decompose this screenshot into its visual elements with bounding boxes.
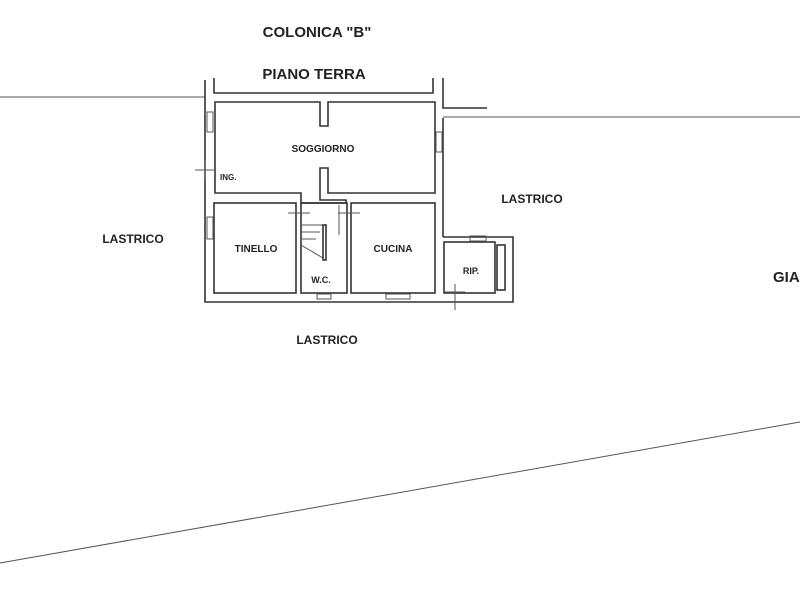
label-lastrico-left: LASTRICO <box>102 232 163 246</box>
partition <box>322 224 327 261</box>
label-lastrico-bottom: LASTRICO <box>296 333 357 347</box>
boundary-line-diagonal <box>0 421 800 564</box>
wall-stub <box>442 78 487 109</box>
stairs <box>300 224 324 259</box>
room-soggiorno <box>214 101 436 204</box>
outer-wall <box>204 80 514 303</box>
rip-shelf <box>496 244 506 291</box>
room-tinello <box>213 202 297 294</box>
room-ripostiglio <box>443 241 496 294</box>
label-ripostiglio: RIP. <box>463 266 479 276</box>
windows <box>206 111 487 300</box>
label-ingresso: ING. <box>220 173 236 182</box>
label-cucina: CUCINA <box>374 244 413 255</box>
plan-subtitle: PIANO TERRA <box>262 66 366 83</box>
plan-title: COLONICA "B" <box>263 24 372 41</box>
label-lastrico-right: LASTRICO <box>501 192 562 206</box>
room-wc <box>300 202 348 294</box>
parapet <box>213 78 434 94</box>
room-cucina <box>350 202 436 294</box>
label-giardino: GIA <box>773 269 800 286</box>
label-tinello: TINELLO <box>235 244 278 255</box>
door-markers <box>195 160 465 310</box>
label-wc: W.C. <box>311 275 331 285</box>
label-soggiorno: SOGGIORNO <box>292 144 355 155</box>
